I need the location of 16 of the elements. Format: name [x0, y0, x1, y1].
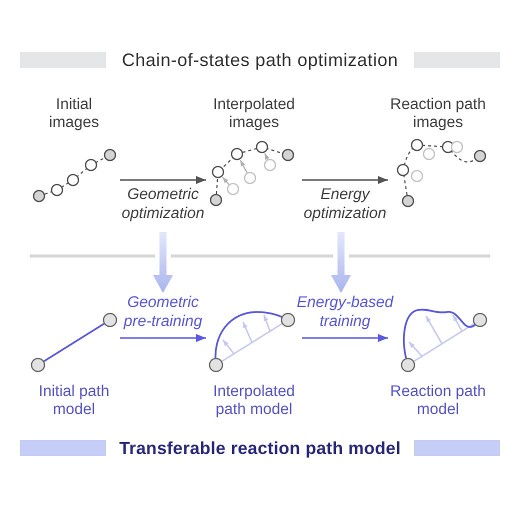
stage-label: Initial images: [49, 96, 99, 131]
section-heading: Transferable reaction path model: [119, 438, 401, 458]
stage-label: Reaction path model: [390, 383, 486, 418]
section-heading: Chain-of-states path optimization: [122, 50, 398, 70]
stage-label: Interpolated path model: [213, 383, 295, 418]
arrow: [302, 176, 388, 184]
edge-label: Energy optimization: [304, 186, 386, 222]
edge-label: Energy-based training: [296, 294, 394, 330]
stage-label: Reaction path images: [390, 96, 486, 131]
edge-label: Geometric pre-training: [124, 294, 202, 330]
edge-label: Geometric optimization: [122, 186, 204, 222]
arrow: [120, 176, 206, 184]
arrow: [302, 334, 388, 342]
arrow: [120, 334, 206, 342]
stage-label: Initial path model: [38, 383, 110, 418]
stage-label: Interpolated images: [213, 96, 295, 131]
